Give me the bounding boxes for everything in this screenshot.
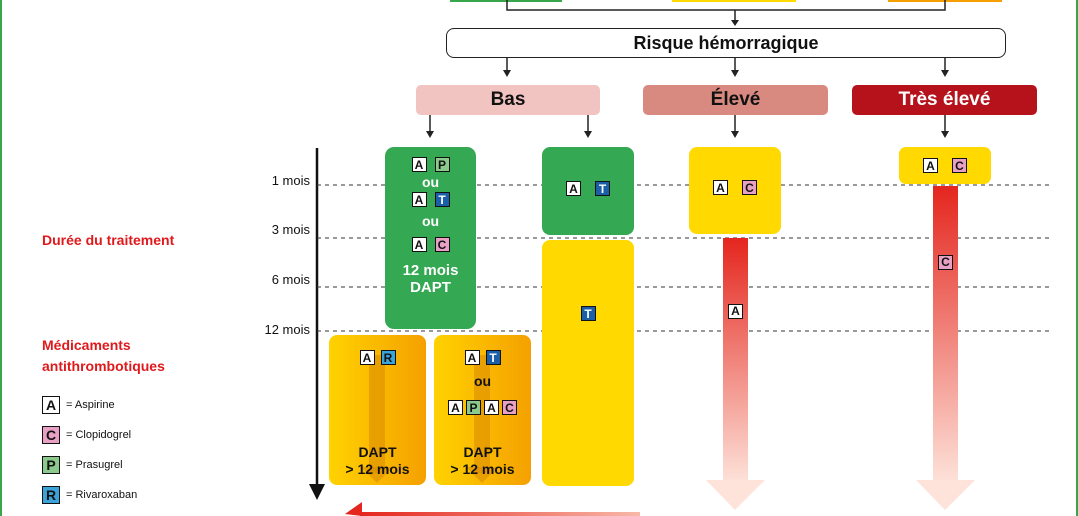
arrow-head — [731, 20, 739, 26]
tag-a-icon: A — [448, 400, 463, 415]
top-bracket — [506, 0, 946, 11]
legend: A = Aspirine C = Clopidogrel P = Prasugr… — [42, 396, 137, 504]
top-partial-green — [450, 0, 562, 2]
legend-item-prasugrel: P = Prasugrel — [42, 456, 137, 474]
tag-a-icon: A — [923, 158, 938, 173]
level-eleve: Élevé — [643, 85, 828, 115]
month-label-6: 6 mois — [271, 272, 310, 287]
tag-p-icon: P — [42, 456, 60, 474]
eleve-fade-arrow — [706, 238, 765, 510]
dapt-long-line1: DAPT — [358, 444, 397, 460]
tag-r-icon: R — [42, 486, 60, 504]
tag-p-icon: P — [466, 400, 481, 415]
tag-a-icon: A — [42, 396, 60, 414]
tag-a-icon: A — [464, 350, 480, 365]
time-axis-arrowhead — [309, 484, 325, 500]
tag-c-icon: C — [434, 237, 450, 252]
legend-label: = Rivaroxaban — [66, 489, 138, 501]
ou-text: ou — [473, 373, 492, 389]
tres-eleve-fade-arrow — [916, 186, 975, 510]
tag-c-icon: C — [952, 158, 967, 173]
tag-c-icon: C — [42, 426, 60, 444]
legend-item-aspirine: A = Aspirine — [42, 396, 137, 414]
bottom-red-arrow — [345, 502, 362, 516]
tag-a-icon: A — [359, 350, 375, 365]
meds-label-line1: Médicaments — [42, 337, 131, 353]
month-label-3: 3 mois — [271, 222, 310, 237]
legend-item-rivaroxaban: R = Rivaroxaban — [42, 486, 137, 504]
tag-t-icon: T — [580, 306, 596, 321]
meds-label-line2: antithrombotiques — [42, 358, 165, 374]
tag-a-icon: A — [566, 181, 581, 196]
tag-t-icon: T — [434, 192, 450, 207]
level-bas: Bas — [416, 85, 600, 115]
level-tres-eleve: Très élevé — [852, 85, 1037, 115]
dapt-long-line2: > 12 mois — [450, 461, 515, 477]
tag-a-icon: A — [411, 157, 427, 172]
ou-text: ou — [421, 213, 440, 229]
tag-a-icon: A — [713, 180, 728, 195]
top-partial-yellow — [672, 0, 796, 2]
bas-col2-yellow-box: T — [542, 240, 634, 486]
dapt-long-line1: DAPT — [463, 444, 502, 460]
ou-text: ou — [421, 174, 440, 190]
tag-c-icon: C — [742, 180, 757, 195]
month-label-1: 1 mois — [271, 173, 310, 188]
dapt-12-line2: DAPT — [410, 279, 451, 296]
tag-a-icon: A — [484, 400, 499, 415]
dapt-long-line2: > 12 mois — [345, 461, 410, 477]
legend-label: = Aspirine — [66, 399, 115, 411]
legend-label: = Clopidogrel — [66, 429, 132, 441]
dapt-12-line1: 12 mois — [402, 262, 459, 279]
tag-c-icon: C — [938, 254, 953, 270]
duree-label: Durée du traitement — [42, 232, 175, 248]
tag-a-icon: A — [411, 192, 427, 207]
risk-title: Risque hémorragique — [446, 28, 1006, 58]
tag-c-icon: C — [502, 400, 517, 415]
tag-r-icon: R — [380, 350, 396, 365]
tag-p-icon: P — [434, 157, 450, 172]
legend-item-clopidogrel: C = Clopidogrel — [42, 426, 137, 444]
month-label-12: 12 mois — [264, 322, 310, 337]
legend-label: = Prasugrel — [66, 459, 123, 471]
tag-a-icon: A — [411, 237, 427, 252]
tag-t-icon: T — [485, 350, 501, 365]
tag-t-icon: T — [595, 181, 610, 196]
tag-a-icon: A — [728, 303, 743, 319]
